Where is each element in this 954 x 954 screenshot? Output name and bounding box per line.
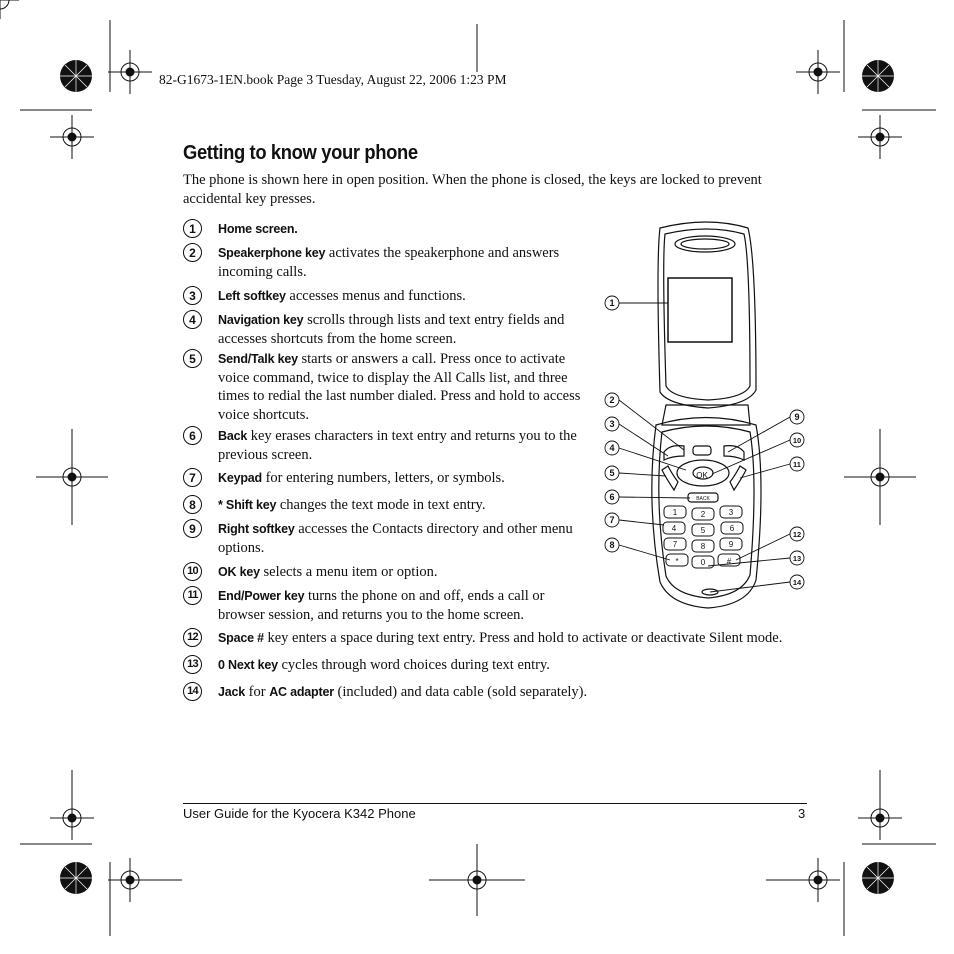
key-label: 9: [729, 540, 734, 549]
callout-label: 6: [609, 492, 614, 502]
callout-label: 2: [609, 395, 614, 405]
item-key-name: Back: [218, 429, 248, 443]
item-description: for entering numbers, letters, or symbol…: [261, 470, 505, 486]
item-number-badge: 14: [183, 682, 202, 701]
item-description: accesses the Contacts directory and othe…: [218, 521, 573, 556]
item-description: for: [245, 684, 270, 700]
item-description: starts or answers a call. Press once to …: [218, 351, 581, 423]
item-number-badge: 4: [183, 310, 202, 329]
item-number-badge: 2: [183, 243, 202, 262]
key-label: 6: [730, 524, 735, 533]
back-key-label: BACK: [696, 496, 710, 502]
key-label: *: [675, 557, 678, 566]
item-description: (included) and data cable (sold separate…: [333, 684, 588, 700]
page-title: Getting to know your phone: [183, 142, 418, 164]
item-key-name: End/Power key: [218, 589, 305, 603]
key-label: 2: [701, 510, 706, 519]
callout-label: 13: [793, 554, 801, 563]
item-description: accesses menus and functions.: [285, 288, 466, 304]
item-number-badge: 13: [183, 655, 202, 674]
item-key-name: Send/Talk key: [218, 352, 298, 366]
item-number-badge: 11: [183, 586, 202, 605]
callout-label: 1: [609, 298, 614, 308]
callout-label: 11: [793, 460, 801, 469]
key-label: 3: [729, 508, 734, 517]
navigation-key: [676, 459, 730, 487]
item-key-name: Navigation key: [218, 313, 304, 327]
item-number-badge: 5: [183, 349, 202, 368]
phone-illustration: OK BACK 1 2 3 4 5 6 7 8 9 * 0 # 1: [604, 221, 805, 609]
callout-label: 9: [794, 412, 799, 422]
item-description: cycles through word choices during text …: [277, 657, 550, 673]
callout-label: 4: [609, 443, 614, 453]
item-description: key erases characters in text entry and …: [218, 428, 577, 463]
ok-key: [692, 466, 714, 480]
keypad: [662, 505, 744, 569]
key-label: 5: [701, 526, 706, 535]
key-label: 1: [673, 508, 678, 517]
item-key-name: Space #: [218, 631, 264, 645]
callout-label: 7: [609, 515, 614, 525]
item-key-name: Jack: [218, 685, 246, 699]
back-key: [687, 492, 719, 503]
key-label: #: [727, 557, 732, 566]
item-number-badge: 3: [183, 286, 202, 305]
phone-screen: [667, 277, 733, 343]
item-key-name: AC adapter: [269, 685, 334, 699]
ac-adapter-jack: [701, 588, 719, 596]
item-description: changes the text mode in text entry.: [276, 497, 486, 513]
item-description: activates the speakerphone and answers i…: [218, 245, 560, 280]
callout-label: 14: [793, 578, 802, 587]
item-number-badge: 10: [183, 562, 202, 581]
footer-guide-title: User Guide for the Kyocera K342 Phone: [183, 806, 416, 821]
item-key-name: Left softkey: [218, 289, 286, 303]
item-description: key enters a space during text entry. Pr…: [263, 630, 783, 646]
ok-key-label: OK: [696, 471, 708, 480]
callout-label: 8: [609, 540, 614, 550]
item-key-name: * Shift key: [218, 498, 277, 512]
callout-label: 5: [609, 468, 614, 478]
item-description: scrolls through lists and text entry fie…: [218, 312, 565, 347]
item-number-badge: 1: [183, 219, 202, 238]
item-number-badge: 6: [183, 426, 202, 445]
right-softkey: [723, 445, 745, 461]
print-slug-line: 82-G1673-1EN.book Page 3 Tuesday, August…: [159, 72, 507, 87]
footer-divider: [183, 803, 807, 804]
callout-label: 12: [793, 530, 801, 539]
item-number-badge: 7: [183, 468, 202, 487]
intro-paragraph: The phone is shown here in open position…: [183, 172, 762, 207]
item-number-badge: 12: [183, 628, 202, 647]
item-key-name: Keypad: [218, 471, 262, 485]
speakerphone-key: [692, 445, 712, 456]
key-label: 8: [701, 542, 706, 551]
item-number-badge: 9: [183, 519, 202, 538]
key-label: 4: [672, 524, 677, 533]
item-description: selects a menu item or option.: [259, 564, 438, 580]
key-label: 7: [673, 540, 678, 549]
item-number-badge: 8: [183, 495, 202, 514]
item-key-name: Speakerphone key: [218, 246, 326, 260]
key-label: 0: [701, 558, 706, 567]
callout-label: 10: [793, 436, 801, 445]
callout-label: 3: [609, 419, 614, 429]
send-key: [661, 465, 679, 492]
item-key-name: OK key: [218, 565, 260, 579]
end-key: [729, 465, 747, 492]
footer-page-number: 3: [798, 806, 806, 821]
item-key-name: 0 Next key: [218, 658, 278, 672]
item-key-name: Right softkey: [218, 522, 295, 536]
item-description: turns the phone on and off, ends a call …: [218, 588, 545, 623]
left-softkey: [663, 445, 685, 461]
item-key-name: Home screen.: [218, 222, 298, 236]
